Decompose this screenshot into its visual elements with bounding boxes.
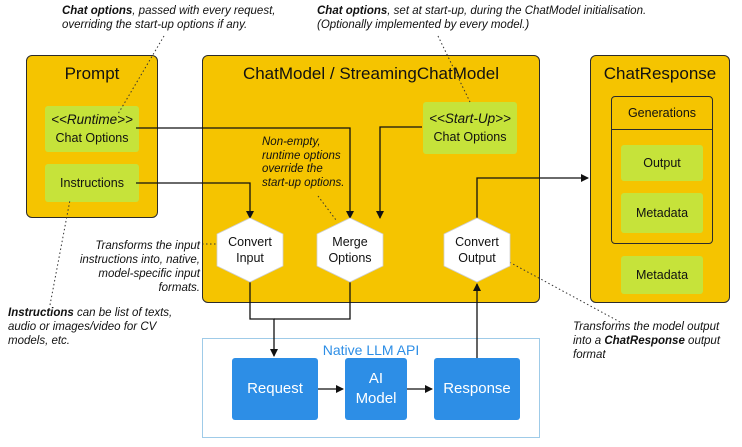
response-box: Response bbox=[434, 358, 520, 420]
startup-chat-options-label: Chat Options bbox=[433, 130, 507, 144]
runtime-stereotype: <<Runtime>> bbox=[51, 112, 133, 127]
metadata-inner-box: Metadata bbox=[621, 193, 703, 233]
response-label: Response bbox=[443, 380, 511, 397]
instructions-note: Instructions can be list of texts, audio… bbox=[8, 307, 173, 347]
generations-divider bbox=[612, 129, 712, 130]
startup-stereotype: <<Start-Up>> bbox=[429, 111, 511, 126]
native-llm-api-title: Native LLM API bbox=[322, 342, 420, 358]
metadata-outer-label: Metadata bbox=[635, 268, 689, 282]
startup-chat-options: <<Start-Up>> Chat Options bbox=[423, 102, 517, 154]
ai-model-label-line1: AI bbox=[368, 370, 384, 387]
ai-model-label-line2: Model bbox=[355, 390, 397, 407]
generations-group: Generations Output Metadata bbox=[611, 96, 713, 244]
prompt-title: Prompt bbox=[64, 64, 120, 83]
merge-options-label: Merge Options bbox=[328, 235, 372, 265]
output-box: Output bbox=[621, 145, 703, 181]
metadata-outer-box: Metadata bbox=[621, 256, 703, 294]
output-label: Output bbox=[643, 156, 681, 170]
runtime-chat-options: <<Runtime>> Chat Options bbox=[45, 106, 139, 152]
merge-options-note: Non-empty, runtime options override the … bbox=[262, 136, 345, 189]
chatmodel-title: ChatModel / StreamingChatModel bbox=[242, 64, 500, 83]
native-llm-api-panel: Native LLM API bbox=[202, 338, 540, 438]
instructions-label: Instructions bbox=[60, 176, 124, 190]
ai-model-box: AI Model bbox=[345, 358, 407, 420]
metadata-inner-label: Metadata bbox=[635, 206, 689, 220]
request-box: Request bbox=[232, 358, 318, 420]
input-transform-note: Transforms the input instructions into, … bbox=[79, 240, 200, 294]
chatresponse-panel: ChatResponse Generations Output Metadata… bbox=[590, 55, 730, 303]
instructions-box: Instructions bbox=[45, 164, 139, 202]
output-transform-note: Transforms the model output into a ChatR… bbox=[573, 321, 721, 361]
prompt-panel: Prompt <<Runtime>> Chat Options Instruct… bbox=[26, 55, 158, 218]
chatresponse-title: ChatResponse bbox=[603, 64, 717, 83]
runtime-options-note: Chat options, passed with every request,… bbox=[62, 5, 276, 31]
request-label: Request bbox=[247, 380, 303, 397]
convert-output-label: Convert Output bbox=[455, 235, 499, 265]
generations-title: Generations bbox=[627, 106, 697, 120]
convert-input-label: Convert Input bbox=[228, 235, 272, 265]
startup-options-note: Chat options, set at start-up, during th… bbox=[317, 5, 647, 31]
runtime-chat-options-label: Chat Options bbox=[55, 131, 129, 145]
